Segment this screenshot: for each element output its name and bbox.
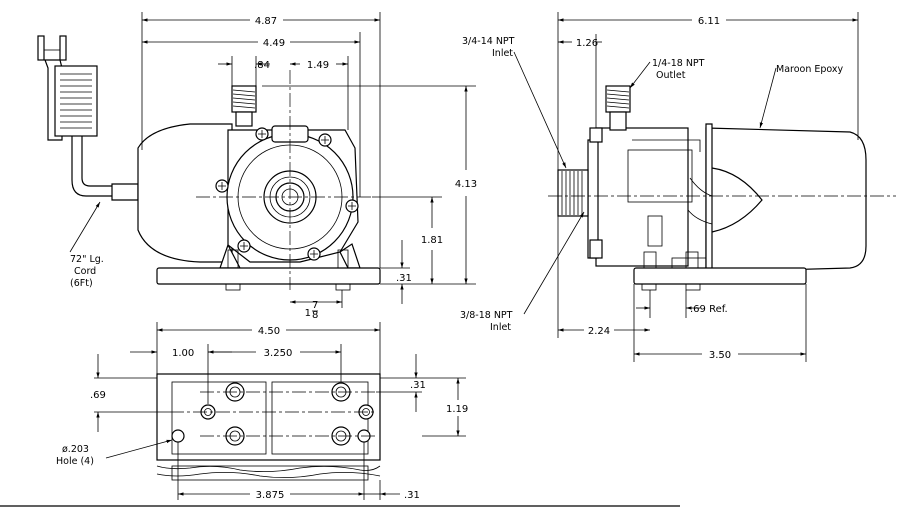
base-view: 4.50 1.00 3.250 .69 .31 1.19 ø.203 Hole … [56,322,468,501]
cord-label-line-1: 72" Lg. [70,254,104,265]
dim-right-height: 1.19 [446,404,468,415]
power-plug-icon [37,35,139,201]
side-outlet-fitting [605,85,631,131]
side-view: 6.11 1.26 3/4-14 NPT Inlet 1/4-18 NPT Ou… [460,12,896,362]
outlet-label-line-2: Outlet [656,70,686,81]
dim-foot-offset-numerator: 7 [312,300,318,311]
dim-ref: .69 Ref. [690,304,728,315]
motor-body [705,127,867,273]
dim-left-hole-offset: 1.00 [172,348,194,359]
dim-right-top: .31 [410,380,426,391]
dim-bottom-edge: .31 [404,490,420,501]
outlet-label-line-1: 1/4-18 NPT [652,58,705,69]
dim-hole-spacing: 3.250 [264,348,293,359]
dim-left-vertical: .69 [90,390,106,401]
dim-outlet-to-center: 1.49 [307,60,329,71]
dim-overall-length: 6.11 [698,16,720,27]
cord-label-line-2: Cord [74,266,96,277]
dim-body-width: 4.49 [263,38,285,49]
dim-outlet-offset: .84 [254,60,270,71]
cord-label-line-3: (6Ft) [70,278,93,289]
dim-base-width: 4.50 [258,326,280,337]
inlet-label-line-2: Inlet [492,48,513,59]
outlet-fitting [231,85,257,127]
side-inlet-fitting [557,169,589,217]
motor-housing [137,123,233,263]
hole-label-line-1: ø.203 [62,444,89,455]
dim-center-height: 1.81 [421,235,443,246]
screw-icon [215,127,359,261]
dim-inlet-to-foot: 2.24 [588,326,610,337]
dim-overall-width: 4.87 [255,16,277,27]
dim-bottom-spacing: 3.875 [256,490,285,501]
inlet2-label-line-2: Inlet [490,322,511,333]
base-plate [156,267,381,285]
dim-inlet-depth: 1.26 [576,38,598,49]
dim-foot-offset-denominator: 8 [312,310,318,321]
side-base-plate [633,267,807,285]
epoxy-label: Maroon Epoxy [776,64,844,75]
dim-base-thickness: .31 [396,273,412,284]
dim-base-length: 3.50 [709,350,731,361]
inlet2-label-line-1: 3/8-18 NPT [460,310,513,321]
inlet-label-line-1: 3/4-14 NPT [462,36,515,47]
hole-label-line-2: Hole (4) [56,456,94,467]
front-view: 4.87 4.49 .84 1.49 4.13 1.81 .31 [37,12,477,321]
dim-foot-offset-whole: 1 [305,308,311,319]
dim-overall-height: 4.13 [455,179,477,190]
